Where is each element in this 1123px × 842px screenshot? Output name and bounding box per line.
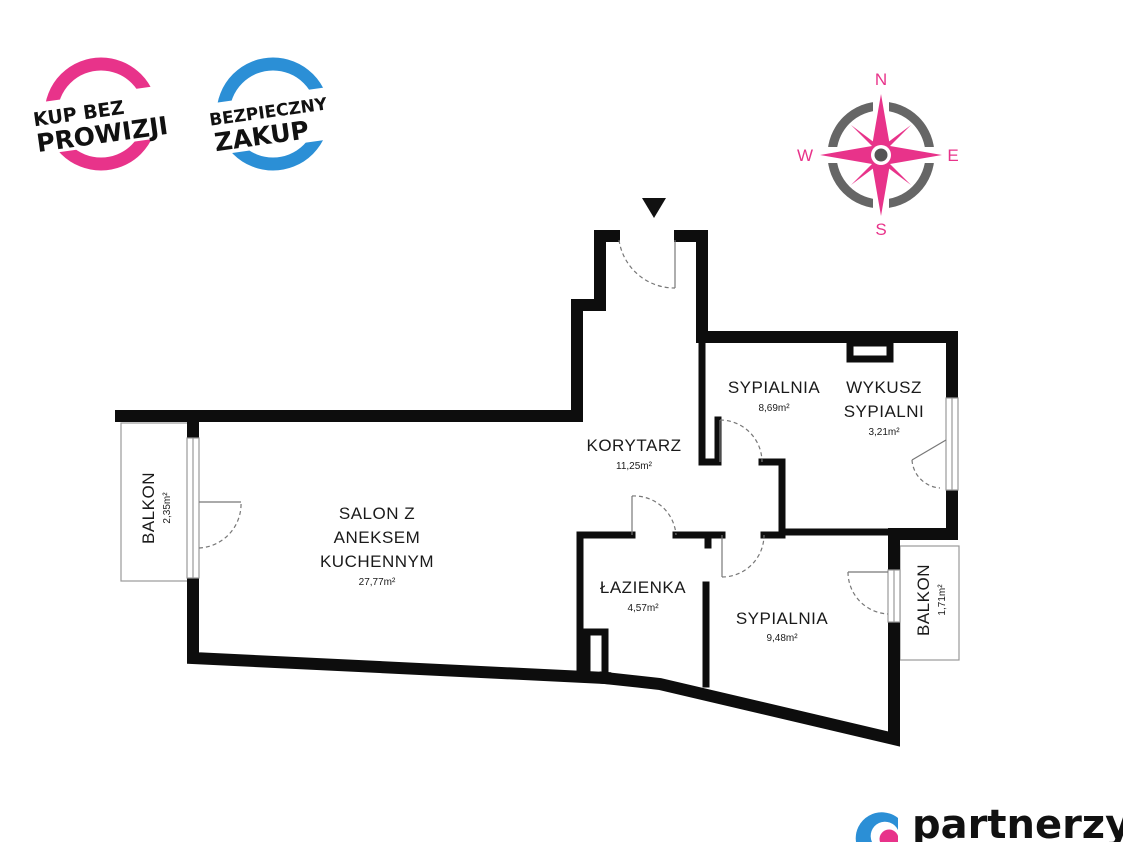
room-wykusz-name-line2: SYPIALNI xyxy=(844,402,925,421)
room-wykusz-area: 3,21m² xyxy=(868,427,900,438)
wall-bathroom-north xyxy=(576,531,636,682)
room-sypialnia-1-area: 8,69m² xyxy=(758,403,790,414)
room-salon-name-line2: ANEKSEM xyxy=(334,528,421,547)
windows xyxy=(186,397,959,623)
wall-bedroom1-south xyxy=(758,458,956,536)
room-balkon-left: BALKON 2,35m² xyxy=(139,472,173,544)
badge-text-background xyxy=(21,82,185,157)
wall-south-west xyxy=(187,571,612,685)
compass-east: E xyxy=(947,146,958,165)
room-sypialnia-2-name: SYPIALNIA xyxy=(736,609,829,628)
room-wykusz-name-line1: WYKUSZ xyxy=(846,378,922,397)
compass-north: N xyxy=(875,70,887,89)
room-salon-name-line3: KUCHENNYM xyxy=(320,552,434,571)
room-sypialnia-1-name: SYPIALNIA xyxy=(728,378,821,397)
compass-west: W xyxy=(797,146,813,165)
room-balkon-left-name: BALKON xyxy=(139,472,158,544)
room-salon-name-line1: SALON Z xyxy=(339,504,415,523)
room-lazienka: ŁAZIENKA 4,57m² xyxy=(600,578,686,614)
badge-bezpieczny-zakup: BEZPIECZNY ZAKUP xyxy=(201,57,348,171)
wall-south-east-2 xyxy=(598,614,900,747)
brand-logo-icon xyxy=(855,812,898,842)
badge-kup-bez-prowizji: KUP BEZ PROWIZJI xyxy=(21,57,185,171)
badge-text-background xyxy=(201,85,348,157)
room-wykusz-sypialni: WYKUSZ SYPIALNI 3,21m² xyxy=(844,378,925,438)
door-entrance-swing xyxy=(618,239,676,289)
room-sypialnia-1: SYPIALNIA 8,69m² xyxy=(728,378,821,414)
wall-east-lower xyxy=(888,482,958,540)
doors xyxy=(198,239,947,615)
room-sypialnia-2: SYPIALNIA 9,48m² xyxy=(736,609,829,644)
room-balkon-left-area: 2,35m² xyxy=(162,492,173,524)
interior-walls xyxy=(576,333,956,688)
brand-logo-text: partnerzy xyxy=(912,802,1123,842)
wall-bedroom1-west xyxy=(698,333,722,466)
room-balkon-right-name: BALKON xyxy=(914,564,933,636)
room-balkon-right: BALKON 1,71m² xyxy=(914,564,948,636)
room-sypialnia-2-area: 9,48m² xyxy=(766,633,798,644)
room-salon-area: 27,77m² xyxy=(359,577,396,588)
room-lazienka-name: ŁAZIENKA xyxy=(600,578,686,597)
room-korytarz-name: KORYTARZ xyxy=(587,436,682,455)
wall-entrance-right xyxy=(674,230,958,404)
room-balkon-right-area: 1,71m² xyxy=(937,584,948,616)
wall-bathroom-north-2 xyxy=(672,531,712,549)
room-korytarz-area: 11,25m² xyxy=(616,461,653,472)
entrance-arrow xyxy=(642,198,666,218)
compass-rose: N S E W xyxy=(797,70,959,239)
room-salon: SALON Z ANEKSEM KUCHENNYM 27,77m² xyxy=(320,504,434,588)
compass-south: S xyxy=(875,220,886,239)
walls xyxy=(115,230,958,747)
brand-logo: partnerzy xyxy=(855,802,1123,842)
wall-top-left xyxy=(115,230,620,422)
niche xyxy=(846,339,894,363)
room-lazienka-area: 4,57m² xyxy=(627,603,659,614)
shaft xyxy=(583,628,609,682)
room-korytarz: KORYTARZ 11,25m² xyxy=(587,436,682,472)
